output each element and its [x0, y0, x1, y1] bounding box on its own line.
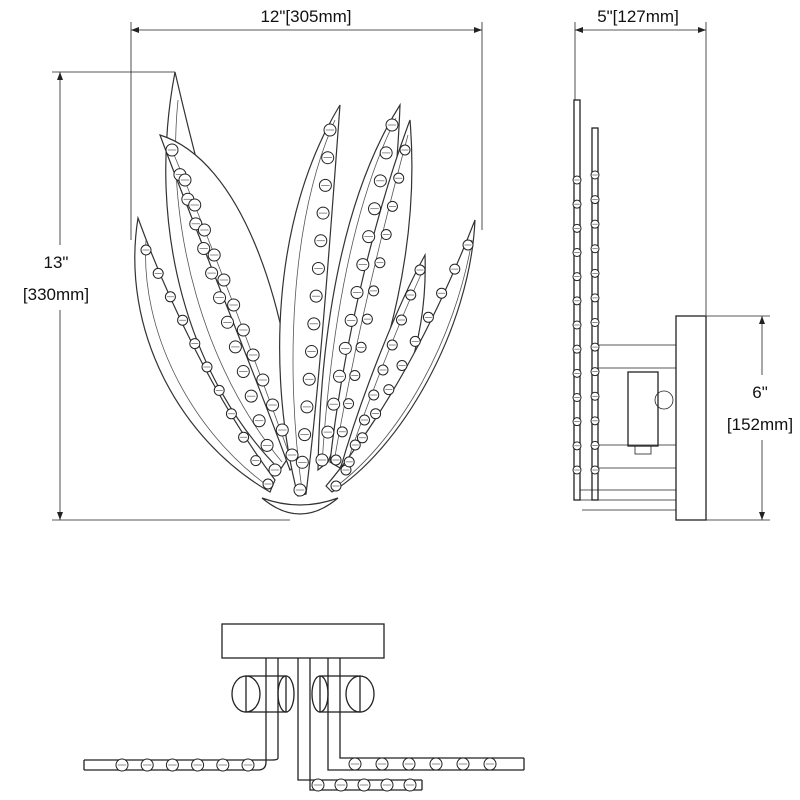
backplate-in-label: 6": [752, 383, 768, 402]
backplate-mm-label: [152mm]: [727, 415, 793, 434]
side-arms: [580, 344, 676, 511]
side-socket: [627, 371, 659, 447]
width-label: 12"[305mm]: [260, 7, 351, 26]
front-crystals: [140, 118, 474, 497]
top-view: [83, 623, 525, 792]
backplate-dimension: 6" [152mm]: [706, 315, 793, 521]
leaf-center: [279, 104, 341, 497]
width-dimension: 12"[305mm]: [130, 7, 483, 240]
depth-dimension: 5"[127mm]: [574, 7, 707, 315]
height-in-label: 13": [44, 253, 69, 272]
top-sockets: [231, 675, 375, 713]
side-view: 5"[127mm] 6" [152mm]: [572, 7, 793, 521]
side-backplate: [675, 315, 707, 521]
top-backplate: [221, 623, 385, 659]
height-dimension: 13" [330mm]: [23, 71, 290, 521]
height-mm-label: [330mm]: [23, 285, 89, 304]
leaf-cluster: [134, 71, 476, 515]
front-view: 12"[305mm] 13" [330mm]: [23, 7, 483, 521]
depth-label: 5"[127mm]: [597, 7, 679, 26]
